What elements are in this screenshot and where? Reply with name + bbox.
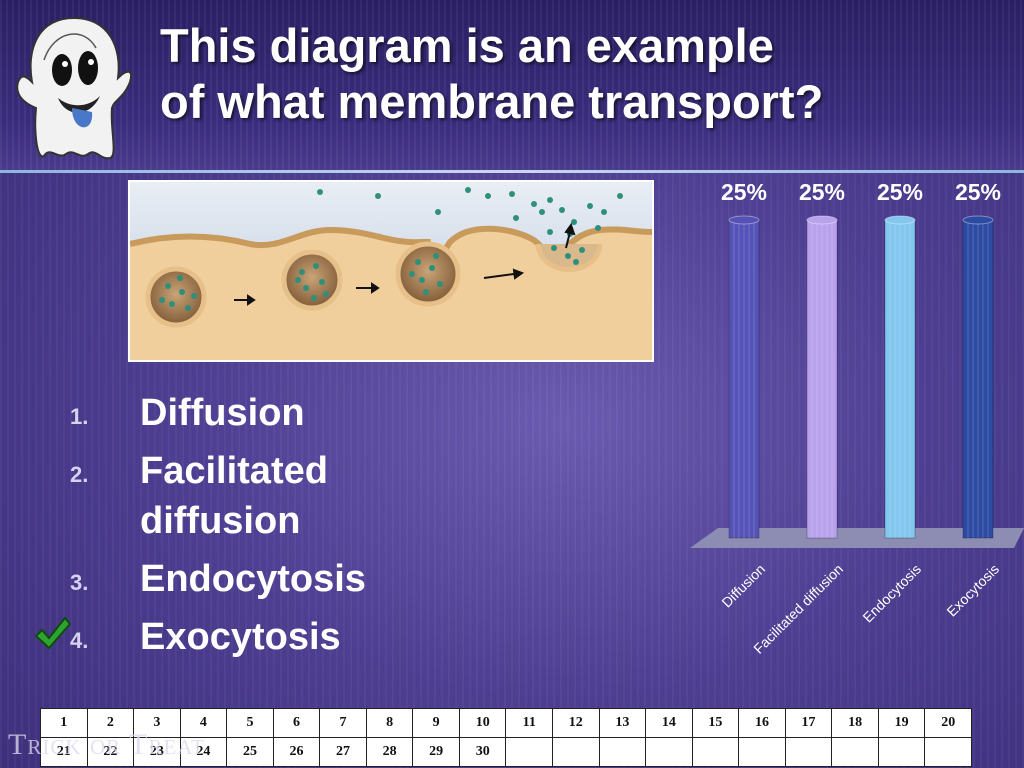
- response-cell: 26: [272, 737, 321, 767]
- chart-category-label: Endocytosis: [859, 561, 924, 626]
- response-cell: [784, 737, 833, 767]
- answer-number: 4.: [70, 628, 89, 653]
- response-cell: 6: [272, 708, 321, 738]
- response-cell: 7: [319, 708, 367, 738]
- answer-label: Diffusion: [140, 392, 305, 434]
- response-cell: 11: [505, 708, 554, 738]
- answer-option-3[interactable]: 3. Endocytosis: [40, 554, 460, 604]
- response-cell: [877, 737, 926, 767]
- chart-floor: [690, 528, 1024, 548]
- response-cell: [691, 737, 740, 767]
- chart-category-label: Diffusion: [718, 561, 768, 611]
- answer-label: Endocytosis: [140, 558, 366, 600]
- response-cell: 15: [691, 708, 740, 738]
- response-cell: 17: [784, 708, 833, 738]
- title-line-2: of what membrane transport?: [160, 75, 824, 128]
- answer-option-4[interactable]: 4. Exocytosis: [34, 612, 460, 662]
- response-cell: 25: [226, 737, 274, 767]
- exocytosis-diagram: [128, 180, 654, 362]
- chart-bar: [806, 219, 838, 539]
- response-cell: 12: [552, 708, 600, 738]
- response-cell: 29: [412, 737, 460, 767]
- response-cell: [831, 737, 879, 767]
- response-cell: 28: [365, 737, 414, 767]
- response-cell: 30: [458, 737, 507, 767]
- response-cell: 14: [645, 708, 693, 738]
- chart-bar-cap: [806, 215, 838, 225]
- response-cell: [645, 737, 693, 767]
- response-cell: 9: [412, 708, 460, 738]
- checkmark-icon: [34, 616, 72, 650]
- response-cell: 8: [365, 708, 414, 738]
- response-cell: 22: [86, 737, 135, 767]
- response-cell: 27: [319, 737, 367, 767]
- branding-text: Trick or Treat: [8, 728, 205, 761]
- response-cell: [598, 737, 647, 767]
- answer-number: 1.: [70, 404, 89, 429]
- response-cell: 3: [133, 708, 181, 738]
- response-cell: 21: [40, 737, 88, 767]
- response-cell: [505, 737, 554, 767]
- chart-bar-cap: [962, 215, 994, 225]
- answer-number: 2.: [70, 462, 89, 487]
- response-cell: 10: [458, 708, 507, 738]
- header-divider: [0, 170, 1024, 173]
- chart-bar-cap: [728, 215, 760, 225]
- chart-bar: [728, 219, 760, 539]
- response-cell: 19: [877, 708, 926, 738]
- chart-value-label: 25%: [955, 179, 1001, 205]
- response-cell: 20: [924, 708, 972, 738]
- answer-list: 1. Diffusion 2. Facilitated diffusion 3.…: [34, 388, 460, 670]
- response-cell: 13: [598, 708, 647, 738]
- response-cell: 18: [831, 708, 879, 738]
- chart-value-label: 25%: [721, 179, 767, 205]
- chart-bar: [884, 219, 916, 539]
- response-cell: 23: [133, 737, 181, 767]
- response-cell: [738, 737, 786, 767]
- response-cell: [552, 737, 600, 767]
- answer-option-1[interactable]: 1. Diffusion: [40, 388, 460, 438]
- chart-value-label: 25%: [877, 179, 923, 205]
- header-band: [0, 0, 1024, 172]
- slide-title: This diagram is an example of what membr…: [160, 18, 1000, 130]
- answer-number: 3.: [70, 570, 89, 595]
- answer-label: Exocytosis: [140, 616, 341, 658]
- chart-value-label: 25%: [799, 179, 845, 205]
- chart-category-label: Exocytosis: [943, 561, 1002, 620]
- answer-option-2[interactable]: 2. Facilitated diffusion: [40, 446, 460, 546]
- ghost-icon: [16, 16, 132, 160]
- chart-bar-cap: [884, 215, 916, 225]
- response-cell: 16: [738, 708, 786, 738]
- response-cell: 1: [40, 708, 88, 738]
- response-cell: 24: [179, 737, 228, 767]
- answer-label: Facilitated diffusion: [140, 450, 328, 542]
- response-cell: 5: [226, 708, 274, 738]
- title-line-1: This diagram is an example: [160, 19, 774, 72]
- response-cell: [924, 737, 972, 767]
- response-cell: 4: [179, 708, 228, 738]
